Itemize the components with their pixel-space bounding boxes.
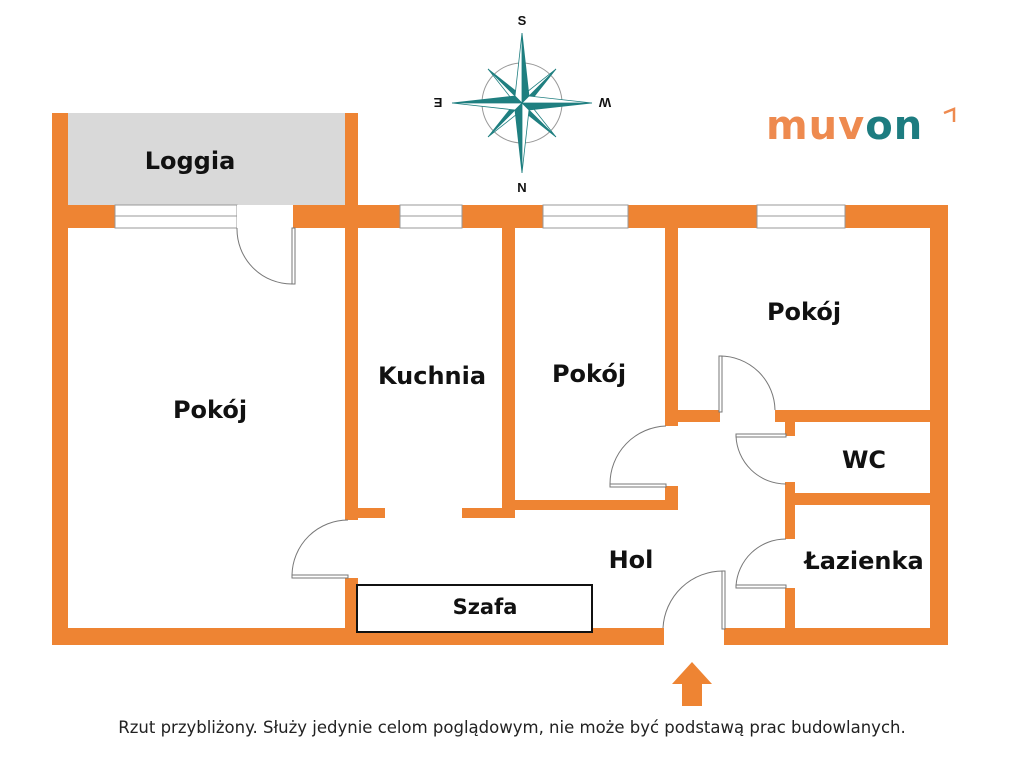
compass-rose-icon [451,32,593,174]
wardrobe [356,584,593,633]
room-label-pokoj-middle: Pokój [552,360,626,388]
disclaimer-text: Rzut przybliżony. Służy jedynie celom po… [118,718,906,737]
compass-south: S [518,13,527,28]
entrance-arrow-icon [672,662,712,706]
muvon-logo: muvon [766,103,956,149]
room-label-hol: Hol [609,546,654,574]
compass-east: E [433,95,442,110]
room-label-pokoj-left: Pokój [173,396,247,424]
loggia-area [66,113,346,206]
room-label-loggia: Loggia [145,147,236,175]
room-label-wc: WC [842,446,886,474]
room-label-pokoj-right: Pokój [767,298,841,326]
room-label-lazienka: Łazienka [802,547,923,575]
windows [114,204,846,229]
compass-north: N [517,180,526,195]
walls [52,113,948,645]
room-label-szafa: Szafa [453,595,518,619]
svg-text:muvon: muvon [766,103,923,149]
compass-west: W [598,95,611,110]
room-label-kuchnia: Kuchnia [378,362,486,390]
doors [236,205,787,630]
